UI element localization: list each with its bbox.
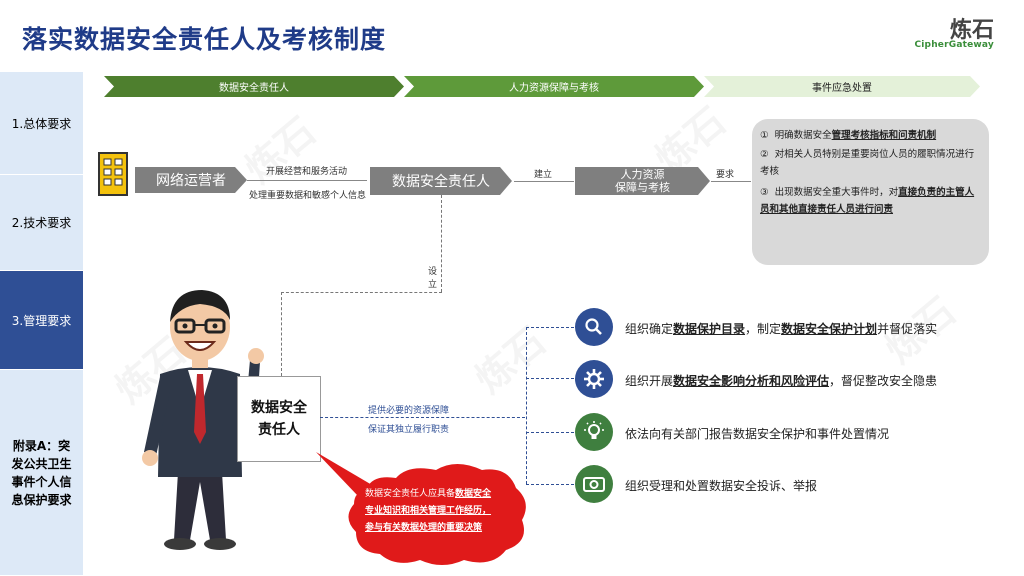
sidebar-item-overall[interactable]: 1.总体要求 — [0, 72, 83, 175]
duties-bracket — [526, 327, 527, 484]
lightbulb-icon — [575, 413, 613, 451]
requirement-item: ③ 出现数据安全重大事件时，对直接负责的主管人员和其他直接责任人员进行问责 — [760, 187, 975, 215]
camera-icon — [575, 465, 613, 503]
support-label-resources: 提供必要的资源保障 — [368, 406, 450, 416]
edge-line — [247, 180, 367, 181]
support-label-independence: 保证其独立履行职责 — [368, 425, 450, 435]
duties-connector — [526, 432, 574, 433]
page-title: 落实数据安全责任人及考核制度 — [22, 25, 387, 54]
responsible-officer-box: 数据安全责任人 — [237, 376, 321, 462]
setup-connector — [281, 292, 282, 376]
hr-node: 人力资源保障与考核 — [575, 167, 710, 195]
support-connector — [320, 417, 525, 418]
requirement-item: ② 对相关人员特别是重要岗位人员的履职情况进行考核 — [760, 149, 975, 177]
stage-hr: 人力资源保障与考核 — [404, 76, 704, 97]
sidebar-item-technical[interactable]: 2.技术要求 — [0, 175, 83, 271]
edge-label-establish: 建立 — [534, 170, 553, 180]
edge-line — [514, 181, 574, 182]
setup-connector — [441, 195, 442, 292]
stage-officer: 数据安全责任人 — [104, 76, 404, 97]
logo-subtitle: CipherGateway — [914, 40, 994, 50]
edge-label-processing: 处理重要数据和敏感个人信息 — [249, 191, 367, 201]
sidebar-item-management[interactable]: 3.管理要求 — [0, 271, 83, 370]
duty-catalog: 组织确定数据保护目录，制定数据安全保护计划并督促落实 — [625, 322, 938, 336]
bubble-text: 数据安全责任人应具备数据安全专业知识和相关管理工作经历，参与有关数据处理的重要决… — [365, 489, 492, 533]
operator-node: 网络运营者 — [135, 167, 247, 193]
edge-label-require: 要求 — [716, 170, 735, 180]
duties-connector — [526, 327, 574, 328]
sidebar-item-appendix-a[interactable]: 附录A：突发公共卫生事件个人信息保护要求 — [0, 370, 83, 576]
duties-connector — [526, 378, 574, 379]
stage-incident: 事件应急处置 — [704, 76, 980, 97]
requirements-box: ① 明确数据安全管理考核指标和问责机制 ② 对相关人员特别是重要岗位人员的履职情… — [752, 119, 989, 265]
duty-complaints: 组织受理和处置数据安全投诉、举报 — [625, 479, 818, 493]
search-icon — [575, 308, 613, 346]
person-illustration — [130, 282, 280, 554]
edge-label-activities: 开展经营和服务活动 — [266, 167, 348, 177]
edge-line — [711, 181, 751, 182]
setup-connector — [281, 292, 442, 293]
requirement-item: ① 明确数据安全管理考核指标和问责机制 — [760, 130, 937, 141]
setup-label: 设立 — [428, 267, 438, 290]
watermark: 炼石 — [467, 318, 554, 402]
duties-connector — [526, 484, 574, 485]
officer-node: 数据安全责任人 — [370, 167, 512, 195]
duty-risk-assessment: 组织开展数据安全影响分析和风险评估，督促整改安全隐患 — [625, 374, 938, 388]
logo: 炼石 — [949, 18, 994, 43]
building-icon — [98, 152, 128, 196]
speech-bubble — [296, 452, 530, 568]
duty-report: 依法向有关部门报告数据安全保护和事件处置情况 — [625, 427, 890, 441]
gear-icon — [575, 360, 613, 398]
